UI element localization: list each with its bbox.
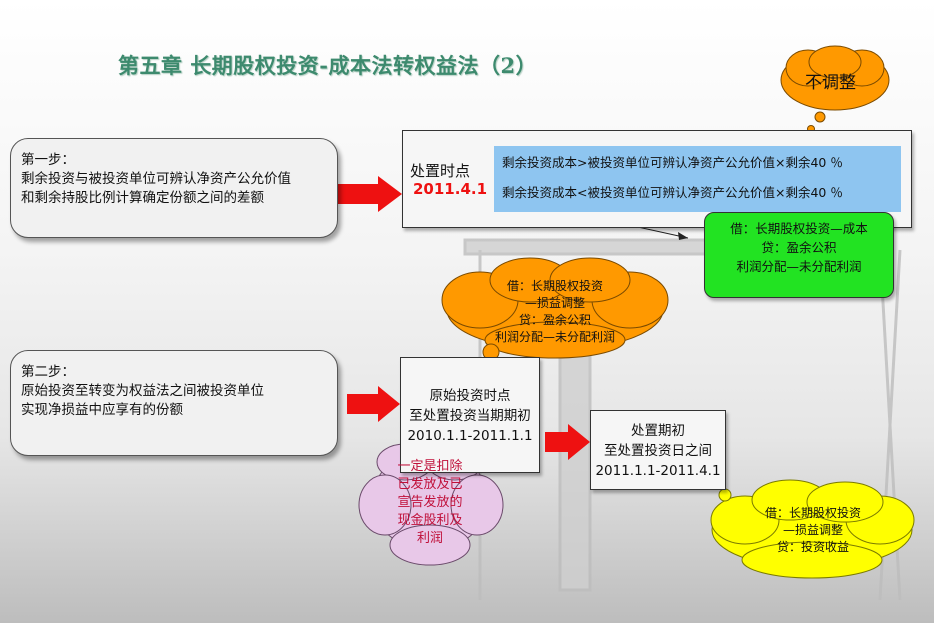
period-line: 原始投资时点 bbox=[429, 388, 511, 404]
entry-line: —损益调整 bbox=[782, 523, 843, 537]
disposal-label: 处置时点 bbox=[410, 162, 471, 180]
note-line: 宣告发放的 bbox=[397, 495, 463, 510]
orange-entry-cloud bbox=[441, 257, 669, 374]
no-adjust-cloud bbox=[780, 45, 890, 133]
note-line: 利润 bbox=[416, 531, 443, 546]
step1-box: 第一步： 剩余投资与被投资单位可辨认净资产公允价值 和剩余持股比例计算确定份额之… bbox=[10, 138, 338, 238]
orange-entry-text: 借：长期股权投资 —损益调整 贷：盈余公积 利润分配—未分配利润 bbox=[475, 278, 635, 346]
entry-line: 利润分配—未分配利润 bbox=[736, 259, 862, 274]
period-line: 至处置投资当期期初 bbox=[409, 408, 531, 424]
period-range: 2010.1.1-2011.1.1 bbox=[407, 428, 533, 444]
entry-line: 借：长期股权投资 bbox=[764, 506, 861, 520]
period1-box: 原始投资时点 至处置投资当期期初 2010.1.1-2011.1.1 bbox=[400, 357, 540, 473]
step2-line: 原始投资至转变为权益法之间被投资单位 bbox=[21, 383, 264, 399]
entry-line: 贷：投资收益 bbox=[776, 540, 849, 554]
step1-line: 剩余投资与被投资单位可辨认净资产公允价值 bbox=[21, 171, 291, 187]
period-line: 处置期初 bbox=[631, 423, 685, 439]
period2-box: 处置期初 至处置投资日之间 2011.1.1-2011.4.1 bbox=[590, 410, 726, 490]
compare-panel: 剩余投资成本>被投资单位可辨认净资产公允价值×剩余40 ％ 剩余投资成本<被投资… bbox=[494, 146, 901, 212]
period-line: 至处置投资日之间 bbox=[604, 443, 712, 459]
note-line: 一定是扣除 bbox=[397, 459, 463, 474]
entry-line: 贷：盈余公积 bbox=[761, 240, 837, 255]
step1-line: 第一步： bbox=[21, 152, 75, 168]
page-title: 第五章 长期股权投资-成本法转权益法（2） bbox=[118, 53, 538, 78]
entry-line: 利润分配—未分配利润 bbox=[494, 330, 615, 344]
entry-line: 贷：盈余公积 bbox=[518, 313, 591, 327]
yellow-entry-text: 借：长期股权投资 —损益调整 贷：投资收益 bbox=[735, 505, 891, 556]
note-line: 已发放及已 bbox=[397, 477, 463, 492]
disposal-date: 2011.4.1 bbox=[413, 180, 488, 198]
period-range: 2011.1.1-2011.4.1 bbox=[595, 463, 721, 479]
entry-line: 借：长期股权投资 bbox=[506, 279, 603, 293]
green-entry-box: 借：长期股权投资—成本 贷：盈余公积 利润分配—未分配利润 bbox=[704, 212, 894, 298]
arrow-period bbox=[545, 424, 590, 460]
entry-line: —损益调整 bbox=[524, 296, 585, 310]
compare-line: 剩余投资成本<被投资单位可辨认净资产公允价值×剩余40 ％ bbox=[502, 185, 843, 200]
step2-box: 第二步： 原始投资至转变为权益法之间被投资单位 实现净损益中应享有的份额 bbox=[10, 350, 338, 456]
pink-note-text: 一定是扣除 已发放及已 宣告发放的 现金股利及 利润 bbox=[385, 458, 475, 548]
arrow-step2 bbox=[347, 386, 400, 422]
compare-line: 剩余投资成本>被投资单位可辨认净资产公允价值×剩余40 ％ bbox=[502, 155, 843, 170]
note-line: 现金股利及 bbox=[397, 513, 463, 528]
step2-line: 实现净损益中应享有的份额 bbox=[21, 402, 183, 418]
no-adjust-text: 不调整 bbox=[805, 73, 856, 93]
entry-line: 借：长期股权投资—成本 bbox=[730, 221, 868, 236]
arrow-step1 bbox=[338, 176, 402, 212]
step2-line: 第二步： bbox=[21, 364, 75, 380]
yellow-entry-cloud bbox=[709, 478, 915, 579]
step1-line: 和剩余持股比例计算确定份额之间的差额 bbox=[21, 190, 264, 206]
pointer-head bbox=[678, 232, 688, 240]
